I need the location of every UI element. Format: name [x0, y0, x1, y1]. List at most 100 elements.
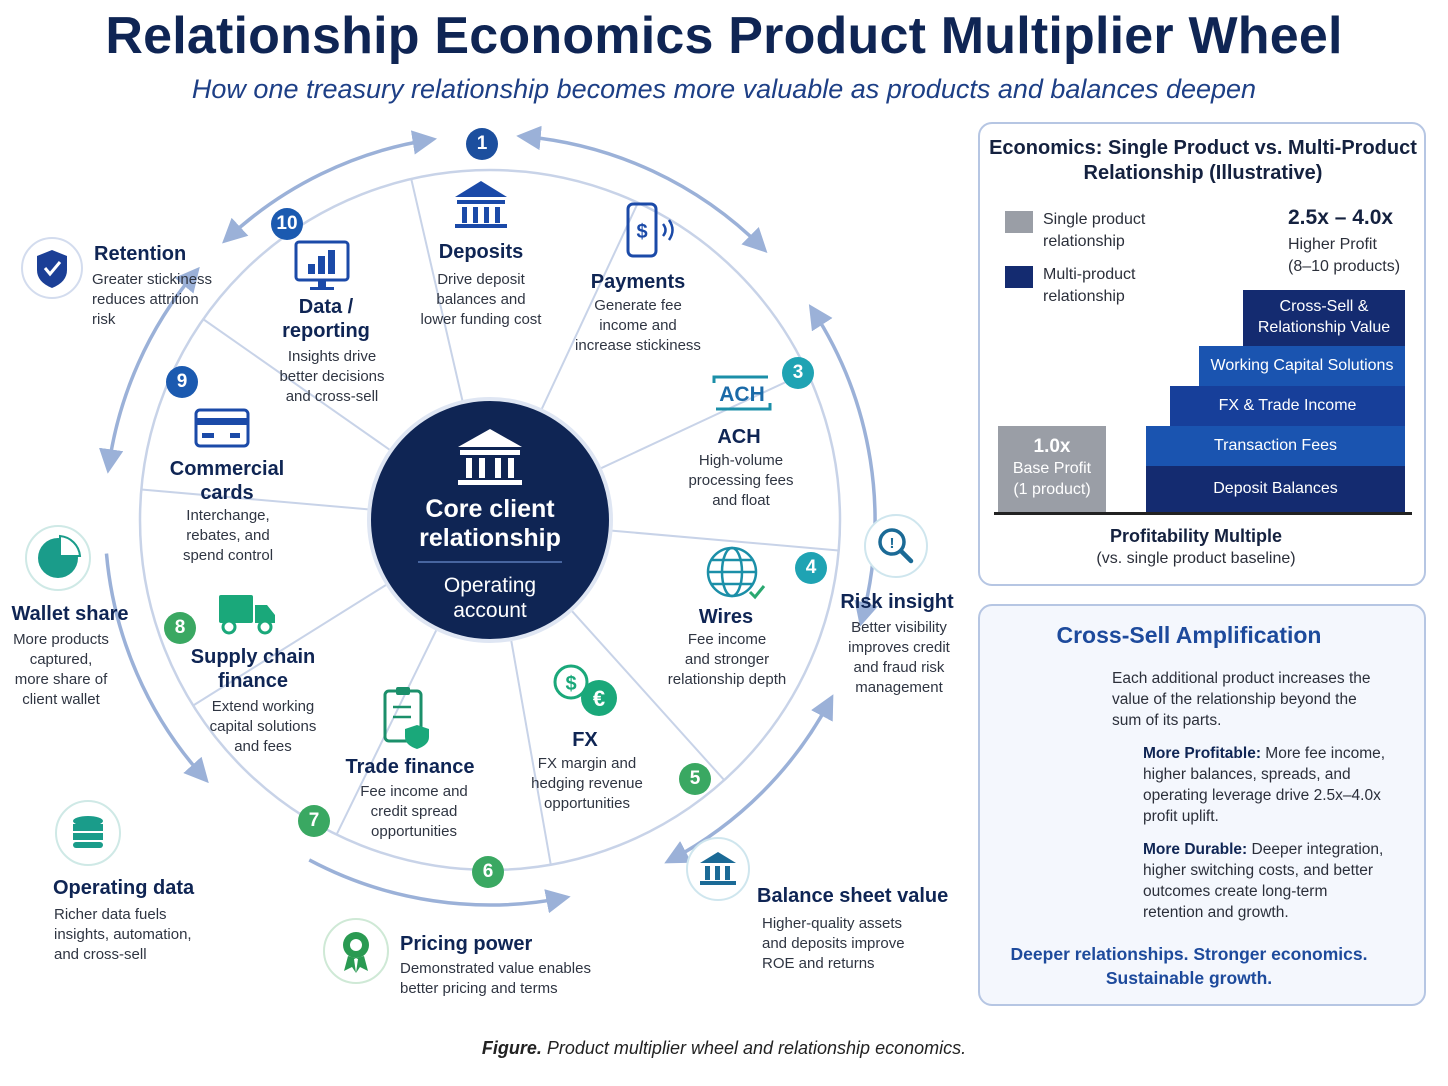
- segment-title-trade-finance: Trade finance: [345, 756, 475, 778]
- chart-baseline: [994, 512, 1412, 515]
- segment-badge-10: 10: [271, 208, 303, 240]
- ach-icon-text: ACH: [719, 383, 765, 406]
- single-product-bar: 1.0x Base Profit (1 product): [998, 426, 1106, 512]
- svg-text:$: $: [636, 221, 647, 243]
- page-subtitle: How one treasury relationship becomes mo…: [191, 74, 1257, 104]
- segment-badge-1: 1: [466, 128, 498, 160]
- segment-badge-9: 9: [166, 366, 198, 398]
- stack-bar-working-capital: Working Capital Solutions: [1199, 346, 1405, 386]
- legend-swatch-multi: [1005, 266, 1033, 288]
- center-sub-line1: Operating: [444, 574, 536, 597]
- cycle-arrow-top-right: [516, 125, 768, 253]
- credit-card-icon: [194, 408, 250, 448]
- mobile-payment-icon: $: [626, 202, 674, 258]
- segment-title-deposits: Deposits: [438, 241, 524, 263]
- center-title-line2: relationship: [419, 524, 561, 552]
- multi-product-label: Higher Profit(8–10 products): [1288, 236, 1401, 275]
- cross-sell-point-durable: More Durable: Deeper integration, higher…: [1143, 841, 1384, 921]
- outcome-title-operating-data: Operating data: [53, 877, 195, 899]
- segment-title-wires: Wires: [698, 606, 754, 628]
- outcome-title-balance-sheet: Balance sheet value: [757, 885, 949, 907]
- cross-sell-panel: [978, 604, 1426, 1006]
- deposits-bank-icon: [455, 181, 507, 228]
- cycle-arrows: [99, 125, 879, 914]
- database-icon: [55, 800, 121, 866]
- svg-text:!: !: [890, 535, 895, 552]
- pie-chart-icon: [25, 525, 91, 591]
- segment-title-ach: ACH: [717, 426, 761, 448]
- wheel-spoke-5: [510, 639, 552, 865]
- svg-text:€: €: [593, 686, 605, 711]
- clipboard-shield-icon: [383, 687, 429, 749]
- currency-exchange-icon: $ €: [553, 664, 617, 716]
- center-circle: [367, 397, 613, 643]
- cycle-arrow-bottom: [308, 858, 571, 914]
- segment-title-data-reporting: Data /reporting: [282, 296, 370, 342]
- outcome-title-risk-insight: Risk insight: [840, 591, 954, 613]
- figure-caption: Figure. Product multiplier wheel and rel…: [481, 1038, 967, 1058]
- stack-bar-transaction-fees: Transaction Fees: [1146, 426, 1405, 466]
- wheel-spoke-6: [335, 629, 438, 836]
- segment-badge-7: 7: [298, 805, 330, 837]
- single-product-multiple: 1.0x: [1033, 436, 1071, 457]
- multi-product-range: 2.5x – 4.0x: [1288, 206, 1394, 229]
- stack-bar-deposit-balances: Deposit Balances: [1146, 466, 1405, 512]
- svg-text:$: $: [565, 673, 576, 695]
- cross-sell-footer: Deeper relationships. Stronger economics…: [1010, 944, 1368, 988]
- outcome-title-retention: Retention: [94, 243, 187, 265]
- balance-sheet-bank-icon: [686, 837, 750, 901]
- wheel-spoke-7: [192, 583, 388, 707]
- stack-bar-fx-trade: FX & Trade Income: [1170, 386, 1405, 426]
- award-ribbon-icon: [323, 918, 389, 984]
- shield-check-icon: [21, 237, 83, 299]
- wheel-spoke-9: [202, 318, 391, 451]
- segment-title-fx: FX: [572, 729, 598, 751]
- segment-badge-4: 4: [795, 552, 827, 584]
- segment-badge-5: 5: [679, 763, 711, 795]
- center-sub-line2: account: [453, 599, 527, 622]
- wheel-spoke-8: [141, 488, 369, 511]
- cross-sell-title: Cross-Sell Amplification: [1056, 622, 1322, 648]
- cycle-arrow-left-lower: [104, 553, 209, 784]
- legend-swatch-single: [1005, 211, 1033, 233]
- wheel-spoke-3: [611, 529, 839, 552]
- outcome-title-pricing-power: Pricing power: [400, 933, 533, 955]
- segment-title-payments: Payments: [590, 271, 686, 293]
- chart-axis-subtitle: (vs. single product baseline): [1096, 550, 1296, 567]
- center-title-line1: Core client: [425, 495, 555, 523]
- cross-sell-point-profitable: More Profitable: More fee income, higher…: [1143, 745, 1386, 825]
- bar-chart-monitor-icon: [294, 240, 350, 290]
- ach-icon: ACH: [712, 375, 772, 411]
- segment-badge-6: 6: [472, 856, 504, 888]
- page-title: Relationship Economics Product Multiplie…: [105, 7, 1343, 65]
- economics-title: Economics: Single Product vs. Multi-Prod…: [989, 137, 1417, 184]
- magnifier-icon: !: [864, 514, 928, 578]
- truck-icon: [219, 595, 275, 635]
- cycle-arrow-lower-right: [664, 694, 834, 864]
- cycle-arrow-right: [808, 304, 879, 627]
- cycle-arrow-left-upper: [99, 266, 200, 474]
- globe-icon: [706, 546, 766, 600]
- stack-bar-cross-sell: Cross-Sell &Relationship Value: [1243, 290, 1405, 346]
- chart-axis-title: Profitability Multiple: [1109, 526, 1282, 546]
- center-bank-icon: [458, 429, 522, 485]
